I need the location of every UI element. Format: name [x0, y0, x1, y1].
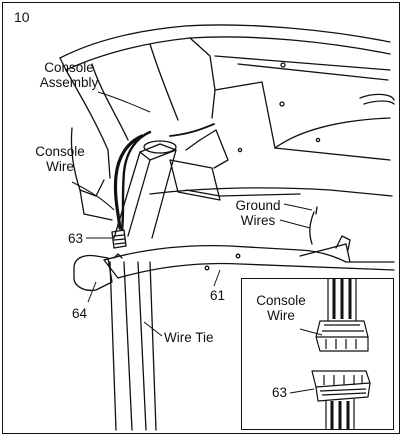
inset-leader-console-wire	[299, 328, 323, 336]
plug-63	[111, 229, 127, 249]
label-ground-wires: Ground Wires	[232, 198, 284, 228]
upright-left	[113, 143, 177, 239]
console-face	[65, 69, 111, 179]
base-beam	[149, 187, 393, 197]
inset-label-console-wire-line1: Console	[256, 293, 306, 308]
inset-lower-wire	[330, 401, 350, 429]
inset-label-console-wire: Console Wire	[252, 293, 310, 323]
inset-leader-63	[289, 388, 315, 394]
label-console-wire-line2: Wire	[46, 159, 74, 174]
step-number: 10	[14, 9, 30, 25]
inset-lower-connector	[311, 370, 371, 388]
frame-rail-61	[103, 244, 395, 263]
inset-upper-connector	[315, 320, 369, 338]
leader-61	[213, 269, 221, 287]
upright-column	[109, 261, 117, 431]
leader-console-assembly	[97, 91, 151, 113]
console-top-edge	[59, 24, 391, 59]
cap-64	[73, 254, 113, 292]
label-part-64: 64	[72, 306, 88, 321]
inset-label-part-63: 63	[272, 385, 288, 400]
label-part-61: 61	[210, 288, 226, 303]
connector-detail-inset: Console Wire 63	[241, 278, 394, 430]
ground-wire	[309, 211, 315, 245]
console-deck	[214, 55, 391, 71]
leader-64	[87, 281, 97, 303]
label-console-assembly-line1: Console	[44, 60, 94, 75]
label-ground-wires-line1: Ground	[235, 198, 281, 213]
leader-ground-wires	[283, 203, 313, 211]
connector-detail-drawing	[289, 279, 371, 429]
right-bracket	[299, 243, 351, 263]
leader-console-wire	[71, 181, 115, 211]
leader-wire-tie	[143, 321, 163, 337]
label-wire-tie: Wire Tie	[164, 330, 214, 345]
console-wire-bundle	[113, 134, 144, 230]
label-console-assembly: Console Assembly	[32, 60, 106, 90]
cross-bar	[169, 159, 221, 201]
label-console-assembly-line2: Assembly	[39, 75, 99, 90]
wire-tie	[113, 253, 123, 259]
inset-upper-wire	[332, 279, 352, 319]
inset-label-console-wire-line2: Wire	[267, 308, 295, 323]
label-part-63: 63	[68, 231, 84, 246]
label-console-wire-line1: Console	[35, 144, 85, 159]
label-console-wire: Console Wire	[28, 144, 92, 174]
label-ground-wires-line2: Wires	[240, 213, 276, 228]
